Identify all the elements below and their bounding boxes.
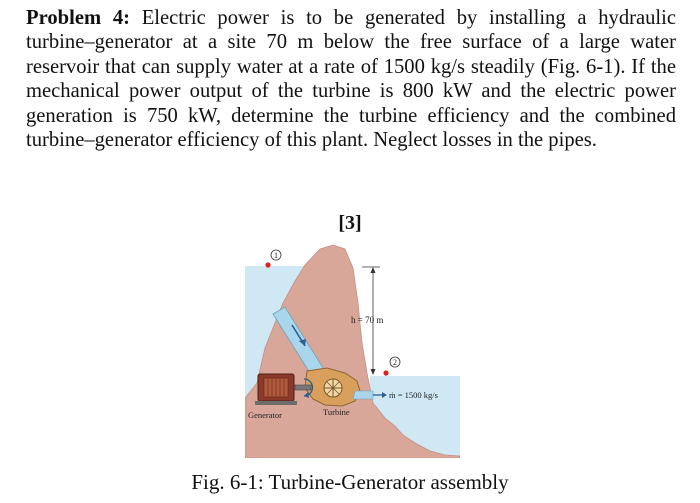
problem-label: Problem 4: [26,7,130,29]
mass-flow-arrow [382,392,387,398]
point-2-circle [389,356,401,368]
point-2-label: 2 [393,358,397,367]
turbine-generator-figure: 1 h = 70 m 2 ṁ = 1500 kg/s Generator Tur… [245,243,460,458]
point-1-marker [265,262,271,268]
mass-flow-label: ṁ = 1500 kg/s [389,390,438,400]
problem-text: Electric power is to be generated by ins… [26,7,676,152]
figure-svg: 1 h = 70 m 2 ṁ = 1500 kg/s Generator Tur… [245,244,460,458]
marks-label: [3] [338,212,362,234]
shaft [294,384,312,391]
point-1-label: 1 [274,251,278,260]
figure-caption: Fig. 6-1: Turbine-Generator assembly [191,470,509,494]
dam-rock [245,244,460,458]
height-label: h = 70 m [351,315,383,325]
flow-arrow-head [299,339,306,346]
turbine-label: Turbine [323,407,350,417]
generator-base [255,401,297,405]
point-1-circle [270,249,282,261]
problem-statement: Problem 4: Electric power is to be gener… [26,6,676,152]
point-2-marker [383,370,389,376]
generator-label: Generator [248,410,282,420]
discharge-channel [352,390,374,400]
